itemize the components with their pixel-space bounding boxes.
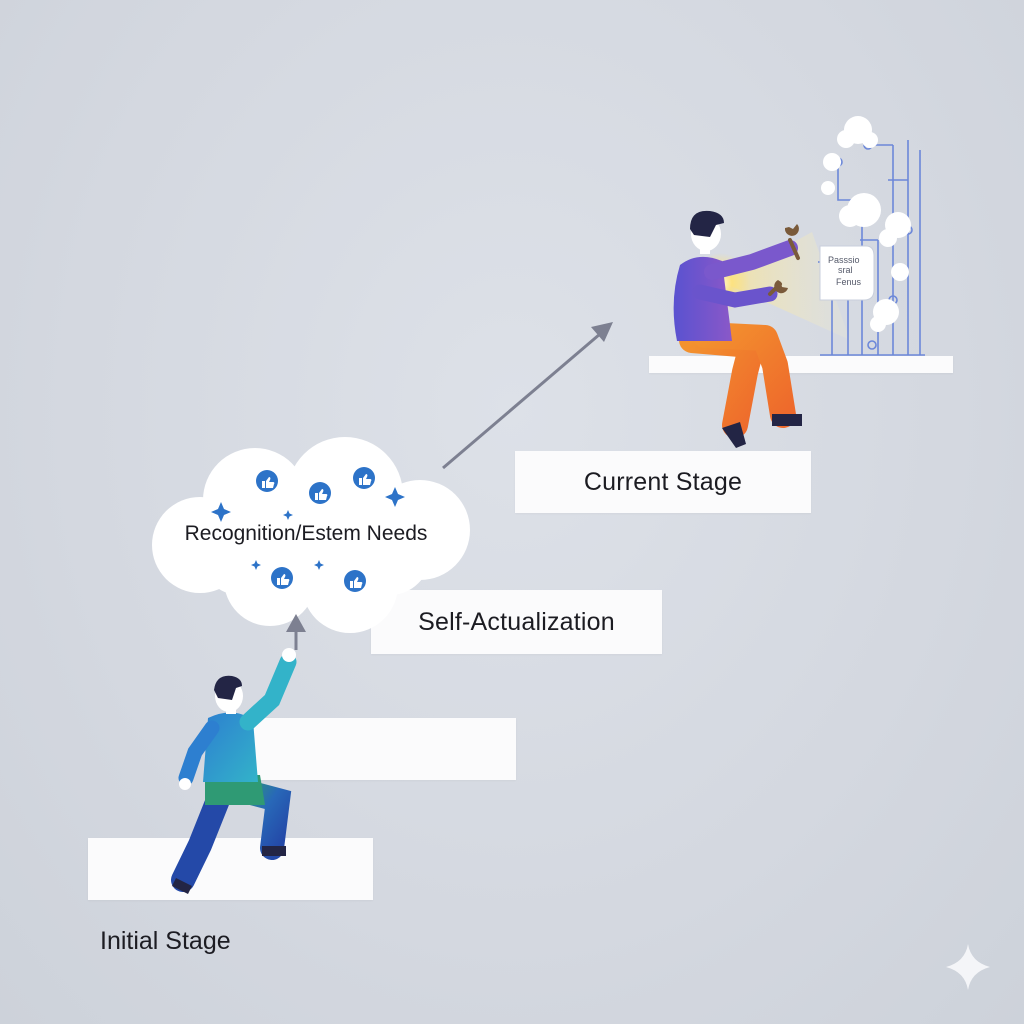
esteem-needs-label: Recognition/Estem Needs: [184, 522, 428, 545]
sparkle-icon: [314, 560, 324, 570]
sparkle-icon: [211, 502, 231, 522]
wrench-icon: [774, 280, 788, 294]
thumbs-up-icon: [353, 467, 375, 489]
light-beam: [722, 232, 850, 340]
step-current: Current Stage: [515, 451, 811, 513]
esteem-cloud: [152, 437, 470, 633]
sign-text-line2: sral: [838, 265, 853, 275]
step-second: [252, 718, 516, 780]
wrench-icon: [788, 238, 800, 260]
self-actualization-label: Self-Actualization: [418, 607, 615, 636]
sign-text-line3: Fenus: [836, 277, 862, 287]
current-stage-label: Current Stage: [583, 467, 743, 496]
up-arrow: [286, 614, 306, 650]
diagonal-arrow: [442, 322, 613, 470]
initial-stage-label: Initial Stage: [100, 927, 231, 955]
thumbs-up-icon: [344, 570, 366, 592]
thought-bubbles: [821, 116, 911, 332]
climber-figure: [171, 648, 297, 894]
thumbs-up-icon: [271, 567, 293, 589]
sitting-figure: [673, 210, 802, 448]
sign-panel: Passsio sral Fenus: [819, 245, 875, 301]
sparkle-icon: [385, 487, 405, 507]
sparkle-icon: [251, 560, 261, 570]
sparkle-icon: [283, 510, 293, 520]
thumbs-up-icon: [256, 470, 278, 492]
top-ledge: [649, 356, 953, 373]
wrench-icon: [784, 224, 799, 236]
sign-text-line1: Passsio: [828, 255, 860, 265]
step-self-actualization: Self-Actualization: [371, 590, 662, 654]
sparkle-icon: [946, 944, 990, 990]
thumbs-up-icon: [309, 482, 331, 504]
step-initial: [88, 838, 373, 900]
